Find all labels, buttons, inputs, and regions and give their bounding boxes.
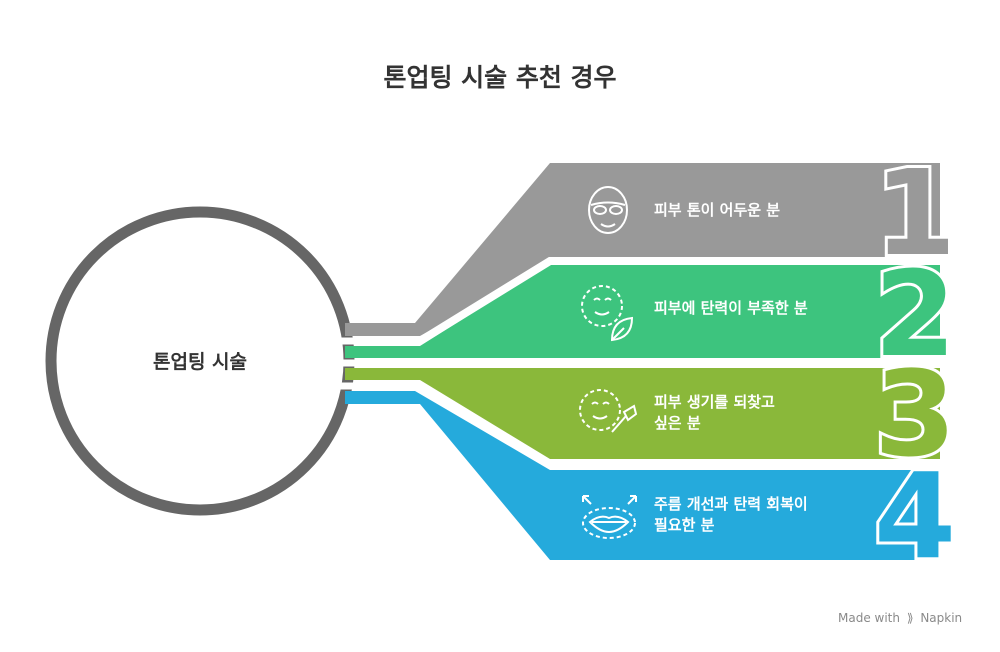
- item-number-2: 2: [874, 245, 956, 383]
- item-number-4: 4: [874, 447, 956, 585]
- item-label-1: 피부 톤이 어두운 분: [654, 201, 781, 219]
- item-label-4: 주름 개선과 탄력 회복이 필요한 분: [654, 495, 808, 534]
- band-2: [345, 264, 940, 358]
- watermark-brand: Napkin: [920, 611, 963, 625]
- item-label-2: 피부에 탄력이 부족한 분: [654, 299, 808, 317]
- band-3: [345, 368, 940, 459]
- lips-expand-icon: [582, 495, 637, 539]
- face-mask-icon: [588, 186, 628, 234]
- diagram-title: 톤업팅 시술 추천 경우: [383, 63, 617, 92]
- item-label-3: 피부 생기를 되찾고 싶은 분: [654, 393, 775, 432]
- napkin-watermark[interactable]: Made with ⟫ Napkin: [838, 611, 962, 625]
- center-label: 톤업팅 시술: [153, 351, 247, 373]
- face-brush-icon: [579, 389, 638, 433]
- item-number-3: 3: [874, 345, 956, 483]
- face-leaf-icon: [581, 285, 634, 342]
- watermark-prefix: Made with: [838, 611, 900, 625]
- item-number-1: 1: [874, 144, 956, 282]
- band-4: [345, 391, 940, 560]
- napkin-logo-icon: ⟫: [906, 611, 914, 625]
